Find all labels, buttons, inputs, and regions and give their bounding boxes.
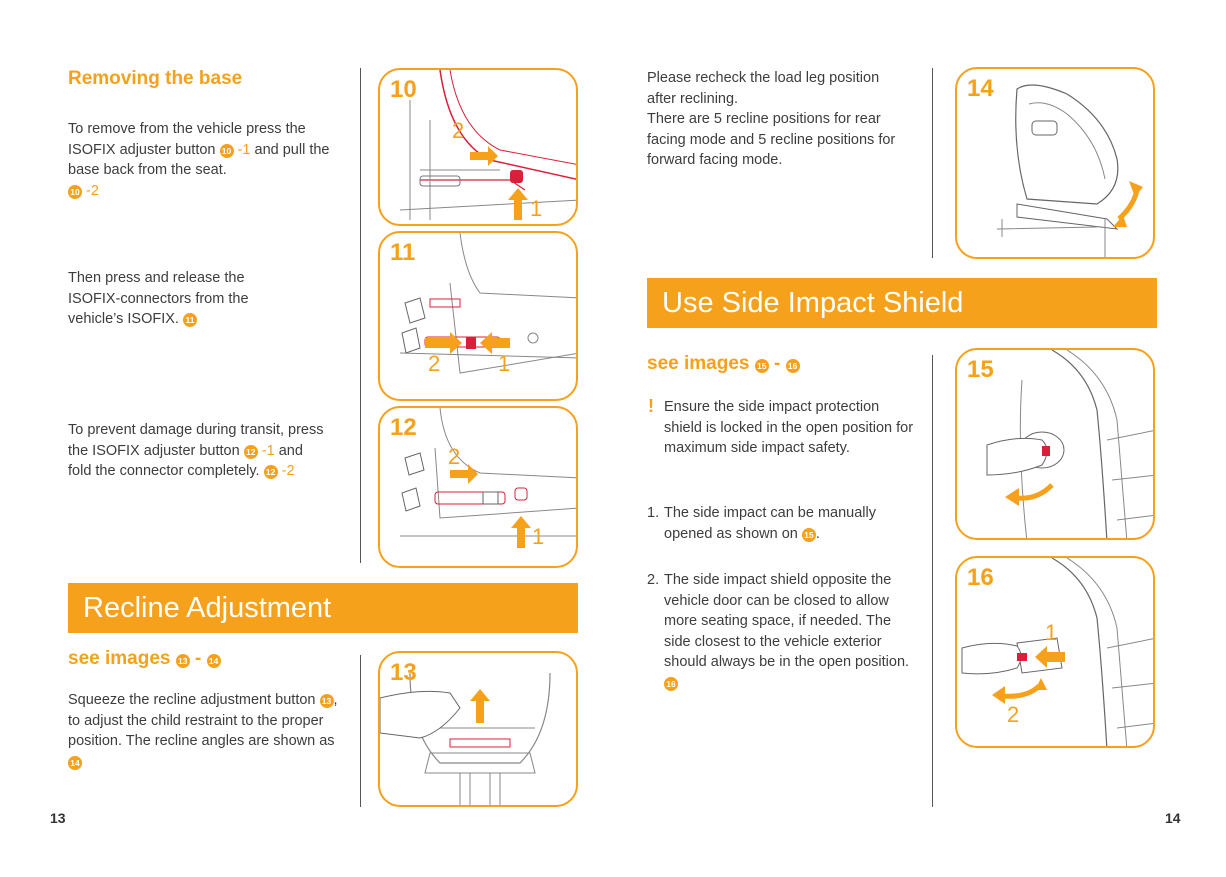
illustration-panel-14: 14 xyxy=(955,67,1155,259)
step-label-2: 2 xyxy=(428,351,441,376)
ref-badge-11: 11 xyxy=(182,313,197,327)
panel-number: 10 xyxy=(390,76,417,103)
prevent-damage-text: To prevent damage during transit, press … xyxy=(68,422,324,479)
illustration-panel-11: 11 2 1 xyxy=(378,231,578,401)
panel-number: 15 xyxy=(967,356,994,383)
ref-badge-13: 13 xyxy=(319,694,334,708)
illustration-panel-16: 16 1 2 xyxy=(955,556,1155,748)
ref-badge-15: 15 xyxy=(754,359,769,373)
step-label-1: 1 xyxy=(530,196,543,221)
panel-number: 11 xyxy=(390,239,416,266)
remove-instructions: To remove from the vehicle press the ISO… xyxy=(68,121,330,199)
list-item-text: The side impact shield opposite the vehi… xyxy=(664,572,910,691)
isofix-connector-illustration xyxy=(399,233,576,374)
ref-badge-12: 12 xyxy=(243,444,258,459)
ref-badge-10: 10 xyxy=(219,143,234,158)
illustration-panel-13: 13 xyxy=(378,651,578,807)
ref-badge-14: 14 xyxy=(206,654,221,668)
page-number-right: 14 xyxy=(1165,810,1181,826)
see-images-heading: see images 15 - 16 xyxy=(647,353,800,375)
side-impact-shield-banner: Use Side Impact Shield xyxy=(647,278,1157,328)
ref-badge-13: 13 xyxy=(175,654,190,668)
recline-button-illustration xyxy=(380,672,551,805)
list-item-number: 2. xyxy=(647,572,660,588)
warning-icon: ! xyxy=(648,396,654,416)
column-divider xyxy=(932,68,933,258)
column-divider xyxy=(360,68,361,563)
recline-angles-illustration xyxy=(996,84,1143,257)
isofix-release-illustration xyxy=(399,70,576,220)
panel-number: 14 xyxy=(967,75,994,102)
panel-number: 16 xyxy=(967,564,994,591)
step-label-1: 1 xyxy=(498,351,511,376)
removing-base-heading: Removing the base xyxy=(68,68,243,89)
step-label-1: 1 xyxy=(1045,620,1058,645)
recline-adjustment-banner: Recline Adjustment xyxy=(68,583,578,633)
page-number-left: 13 xyxy=(50,810,66,826)
ref-badge-16: 16 xyxy=(664,676,678,691)
ref-badge-10: 10 xyxy=(68,184,82,199)
recline-positions-text: There are 5 recline positions for rear f… xyxy=(647,111,896,168)
ref-badge-14: 14 xyxy=(68,755,82,770)
column-divider xyxy=(360,655,361,807)
recline-instructions: Squeeze the recline adjustment button 13… xyxy=(68,692,338,770)
open-shield-illustration xyxy=(986,350,1153,538)
step-label-2: 2 xyxy=(448,444,461,469)
step-label-2: 2 xyxy=(452,118,465,143)
list-item-text: The side impact can be manually opened a… xyxy=(664,505,876,542)
column-divider xyxy=(932,355,933,807)
recheck-load-leg-text: Please recheck the load leg position aft… xyxy=(647,70,880,107)
fold-connector-illustration xyxy=(400,408,576,548)
illustration-panel-12: 12 2 1 xyxy=(378,406,578,568)
illustration-panel-15: 15 xyxy=(955,348,1155,540)
step-label-2: 2 xyxy=(1007,702,1020,727)
release-connectors-text: Then press and release the ISOFIX-connec… xyxy=(68,270,249,327)
ref-badge-12: 12 xyxy=(263,465,278,479)
see-images-heading: see images 13 - 14 xyxy=(68,648,221,670)
list-item-number: 1. xyxy=(647,505,660,521)
step-label-1: 1 xyxy=(532,524,545,549)
panel-number: 13 xyxy=(390,659,417,686)
ref-badge-16: 16 xyxy=(785,359,800,373)
panel-number: 12 xyxy=(390,414,417,441)
ref-badge-15: 15 xyxy=(801,527,816,542)
warning-text: Ensure the side impact protection shield… xyxy=(664,399,914,456)
close-shield-illustration xyxy=(961,558,1153,746)
illustration-panel-10: 10 2 1 xyxy=(378,68,578,226)
